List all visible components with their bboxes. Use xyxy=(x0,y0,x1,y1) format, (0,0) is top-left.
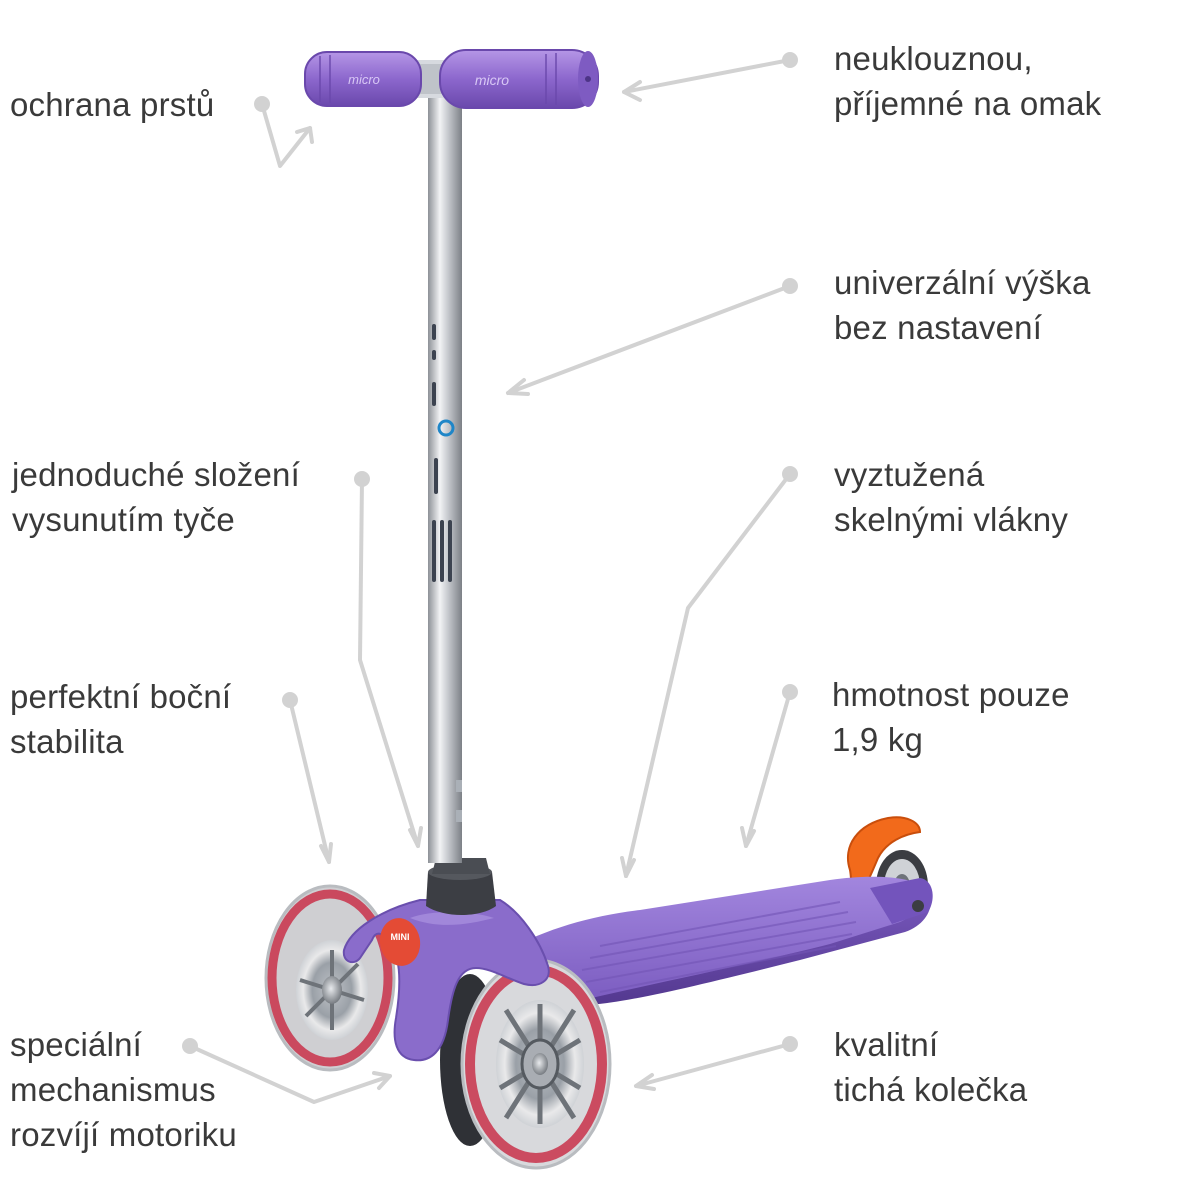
label-height-line1: univerzální výška xyxy=(834,264,1091,301)
leader-weight xyxy=(740,690,792,848)
label-weight-line2: 1,9 kg xyxy=(832,721,924,758)
leader-stability xyxy=(288,698,333,864)
label-folding-line2: vysunutím tyče xyxy=(12,501,235,538)
dot-wheels xyxy=(782,1036,798,1052)
leader-height xyxy=(506,284,792,396)
dot-stability xyxy=(282,692,298,708)
label-wheels: kvalitní tichá kolečka xyxy=(834,1022,1027,1112)
label-weight: hmotnost pouze 1,9 kg xyxy=(832,672,1070,762)
steering-collar xyxy=(426,858,496,915)
leader-lines xyxy=(188,58,792,1104)
leader-finger-protection xyxy=(260,102,314,168)
leader-folding xyxy=(358,477,423,848)
label-height: univerzální výška bez nastavení xyxy=(834,260,1091,350)
label-deck: vyztužená skelnými vlákny xyxy=(834,452,1068,542)
badge-text: MINI xyxy=(391,932,410,942)
label-deck-line2: skelnými vlákny xyxy=(834,501,1069,538)
label-grips-line1: neuklouznou, xyxy=(834,40,1033,77)
front-left-wheel xyxy=(264,884,396,1072)
label-weight-line1: hmotnost pouze xyxy=(832,676,1070,713)
stem xyxy=(428,88,462,863)
label-folding-line1: jednoduché složení xyxy=(12,456,300,493)
label-grips: neuklouznou, příjemné na omak xyxy=(834,36,1101,126)
label-finger-protection: ochrana prstů xyxy=(10,82,214,127)
label-stability-line1: perfektní boční xyxy=(10,678,232,715)
leader-grips xyxy=(622,58,792,102)
label-stability-line2: stabilita xyxy=(10,723,124,760)
right-grip-brand: micro xyxy=(475,72,509,88)
label-grips-line2: příjemné na omak xyxy=(834,85,1102,122)
leader-steering xyxy=(188,1044,392,1104)
mini-badge: MINI xyxy=(379,918,421,966)
dot-steering xyxy=(182,1038,198,1054)
label-wheels-line2: tichá kolečka xyxy=(834,1071,1028,1108)
label-steering-line2: mechanismus xyxy=(10,1071,216,1108)
leader-wheels xyxy=(634,1042,792,1091)
deck xyxy=(500,876,926,1004)
deck-grip-lines xyxy=(581,901,857,993)
dot-grips xyxy=(782,52,798,68)
dot-deck xyxy=(782,466,798,482)
leader-deck xyxy=(620,472,792,878)
label-wheels-line1: kvalitní xyxy=(834,1026,939,1063)
front-right-wheel xyxy=(440,958,612,1170)
label-stability: perfektní boční stabilita xyxy=(10,674,231,764)
label-deck-line1: vyztužená xyxy=(834,456,985,493)
label-height-line2: bez nastavení xyxy=(834,309,1043,346)
label-finger-protection-line1: ochrana prstů xyxy=(10,86,215,123)
label-folding: jednoduché složení vysunutím tyče xyxy=(12,452,300,542)
left-grip: micro xyxy=(304,51,422,107)
label-steering: speciální mechanismus rozvíjí motoriku xyxy=(10,1022,237,1157)
left-grip-brand: micro xyxy=(348,72,380,87)
right-grip: micro xyxy=(439,49,599,109)
dot-weight xyxy=(782,684,798,700)
dot-height xyxy=(782,278,798,294)
leader-dots xyxy=(182,52,798,1054)
dot-finger-protection xyxy=(254,96,270,112)
label-steering-line1: speciální xyxy=(10,1026,143,1063)
label-steering-line3: rozvíjí motoriku xyxy=(10,1116,237,1153)
rear-bracket xyxy=(870,878,933,924)
dot-folding xyxy=(354,471,370,487)
